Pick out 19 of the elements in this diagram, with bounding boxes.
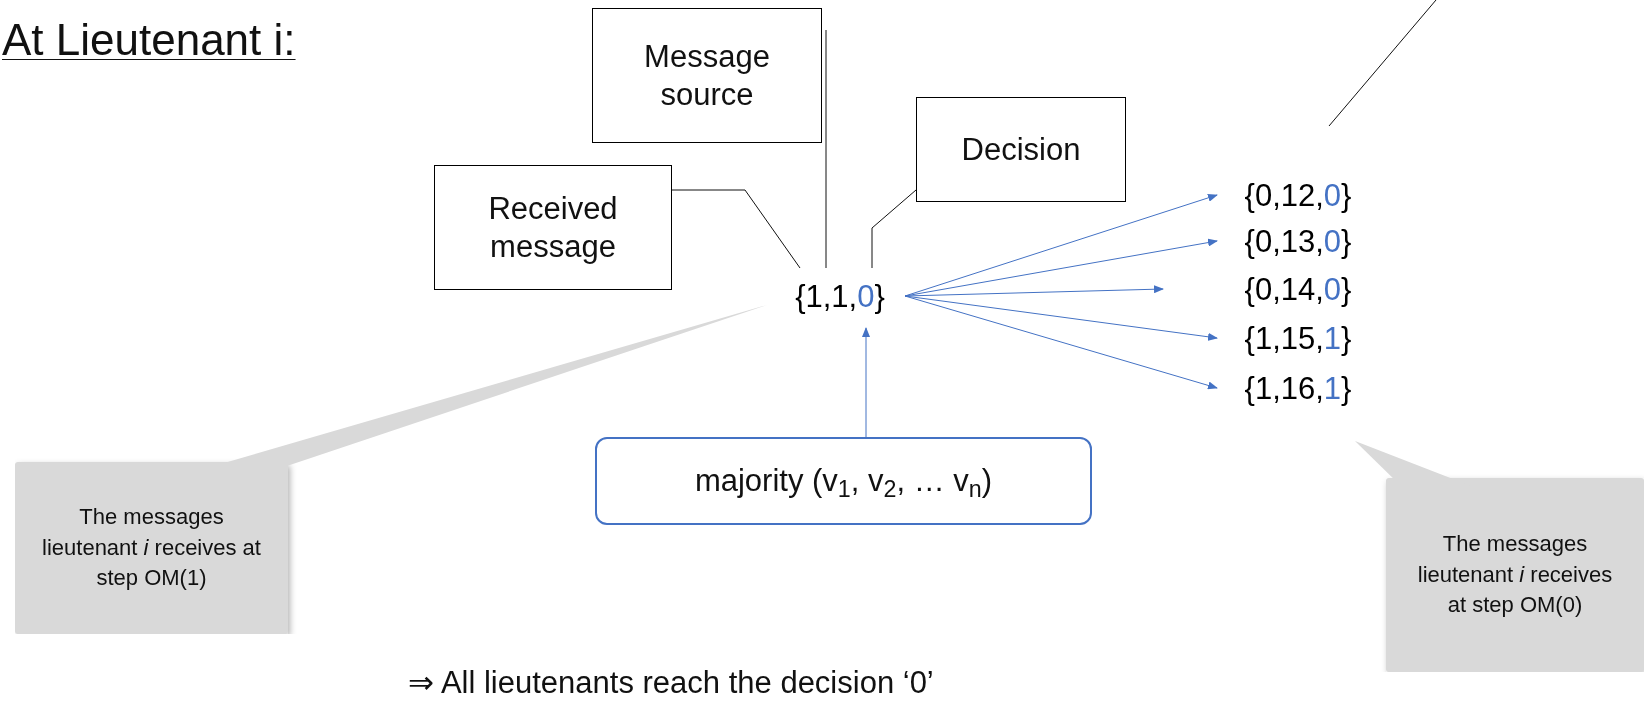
message-set: {1,16,1} [1244, 372, 1352, 404]
leader-line [671, 189, 801, 269]
message-set: {1,1,0} [795, 280, 885, 312]
conclusion-text: ⇒ All lieutenants reach the decision ‘0’ [408, 664, 934, 702]
label-box: Received message [434, 165, 672, 290]
message-set: {0,14,0} [1244, 273, 1352, 305]
arrow [862, 327, 870, 438]
slide-title: At Lieutenant i: [2, 14, 296, 66]
function-box: majority (v$_{1}$, v$_{2}$, … v$_{n}$) [595, 437, 1092, 525]
leader-line [1328, 0, 1437, 127]
message-set: {0,13,0} [1244, 225, 1352, 257]
label-box: Message source [592, 8, 822, 143]
label-box: Decision [916, 97, 1126, 202]
leader-line [825, 29, 827, 269]
arrow [904, 295, 1218, 390]
leader-line [871, 189, 917, 269]
message-set: {0,12,0} [1244, 179, 1352, 211]
message-set: {1,15,1} [1244, 322, 1352, 354]
arrow [904, 285, 1164, 297]
